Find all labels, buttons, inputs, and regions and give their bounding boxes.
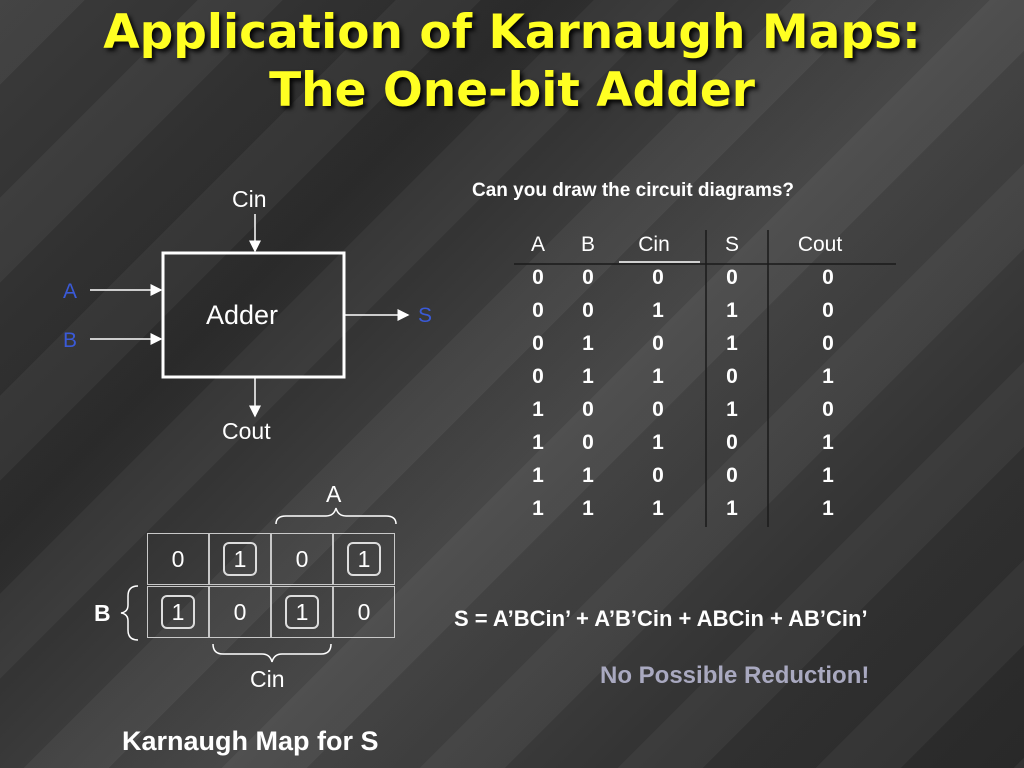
header-a: A <box>530 233 545 256</box>
table-cell-s: 1 <box>726 299 738 322</box>
kmap-cell: 1 <box>147 586 209 638</box>
table-cell-cin: 1 <box>652 365 664 388</box>
table-cell-cin: 0 <box>652 398 664 421</box>
input-b-label: B <box>63 329 78 352</box>
brace-b <box>120 585 139 641</box>
header-s: S <box>724 233 739 256</box>
reduction-note: No Possible Reduction! <box>600 662 870 689</box>
sum-equation: S = A’BCin’ + A’B’Cin + ABCin + AB’Cin’ <box>454 606 868 631</box>
table-cell-cout: 0 <box>822 299 834 322</box>
kmap-grouped-one: 1 <box>347 542 381 576</box>
table-cell-cin: 1 <box>652 431 664 454</box>
table-cell-a: 0 <box>532 332 544 355</box>
adder-label: Adder <box>206 300 279 330</box>
table-cell-b: 0 <box>582 266 594 289</box>
input-a-label: A <box>63 280 78 303</box>
cin-label: Cin <box>232 186 267 212</box>
table-cell-s: 1 <box>726 398 738 421</box>
table-cell-s: 1 <box>726 332 738 355</box>
brace-a <box>275 507 397 525</box>
table-cell-cin: 0 <box>652 266 664 289</box>
kmap-value: 0 <box>357 598 371 625</box>
table-cell-a: 0 <box>532 365 544 388</box>
header-b: B <box>580 233 595 256</box>
table-cell-a: 0 <box>532 266 544 289</box>
table-cell-a: 0 <box>532 299 544 322</box>
kmap-cell: 0 <box>271 533 333 585</box>
table-cell-b: 0 <box>582 398 594 421</box>
table-cell-a: 1 <box>532 464 544 487</box>
table-cell-a: 1 <box>532 497 544 520</box>
table-cell-s: 0 <box>726 266 738 289</box>
table-cell-cout: 1 <box>822 365 834 388</box>
table-cell-b: 1 <box>582 497 594 520</box>
brace-cin <box>212 643 332 663</box>
kmap-value: 0 <box>295 545 309 572</box>
kmap-caption: Karnaugh Map for S <box>122 726 379 756</box>
table-cell-b: 0 <box>582 299 594 322</box>
table-cell-cout: 0 <box>822 266 834 289</box>
page-title: Application of Karnaugh Maps: The One-bi… <box>103 5 921 118</box>
table-cell-cout: 1 <box>822 431 834 454</box>
kmap-cell: 1 <box>271 586 333 638</box>
table-cell-cout: 0 <box>822 332 834 355</box>
header-cin: Cin <box>638 233 670 256</box>
kmap-cell: 1 <box>209 533 271 585</box>
table-cell-cin: 0 <box>652 464 664 487</box>
kmap-value: 0 <box>171 545 185 572</box>
table-cell-s: 0 <box>726 431 738 454</box>
kmap-label-b: B <box>94 600 111 626</box>
table-cell-cin: 1 <box>652 299 664 322</box>
output-s-label: S <box>418 304 433 327</box>
table-cell-a: 1 <box>532 398 544 421</box>
table-cell-cin: 1 <box>652 497 664 520</box>
table-cell-cout: 0 <box>822 398 834 421</box>
table-cell-s: 0 <box>726 464 738 487</box>
cout-label: Cout <box>222 418 271 444</box>
kmap-grouped-one: 1 <box>285 595 319 629</box>
kmap-cell: 1 <box>333 533 395 585</box>
kmap-grouped-one: 1 <box>223 542 257 576</box>
table-cell-b: 1 <box>582 365 594 388</box>
table-cell-cin: 0 <box>652 332 664 355</box>
table-cell-b: 1 <box>582 332 594 355</box>
kmap-label-a: A <box>326 481 342 507</box>
table-cell-cout: 1 <box>822 497 834 520</box>
kmap-cell: 0 <box>333 586 395 638</box>
table-cell-cout: 1 <box>822 464 834 487</box>
kmap-value: 0 <box>233 598 247 625</box>
table-cell-b: 0 <box>582 431 594 454</box>
table-cell-s: 0 <box>726 365 738 388</box>
kmap-cell: 0 <box>209 586 271 638</box>
table-cell-b: 1 <box>582 464 594 487</box>
kmap-grouped-one: 1 <box>161 595 195 629</box>
header-cout: Cout <box>797 233 843 256</box>
table-cell-s: 1 <box>726 497 738 520</box>
table-cell-a: 1 <box>532 431 544 454</box>
kmap-cell: 0 <box>147 533 209 585</box>
question-text: Can you draw the circuit diagrams? <box>472 180 795 201</box>
kmap-label-cin: Cin <box>250 666 285 692</box>
